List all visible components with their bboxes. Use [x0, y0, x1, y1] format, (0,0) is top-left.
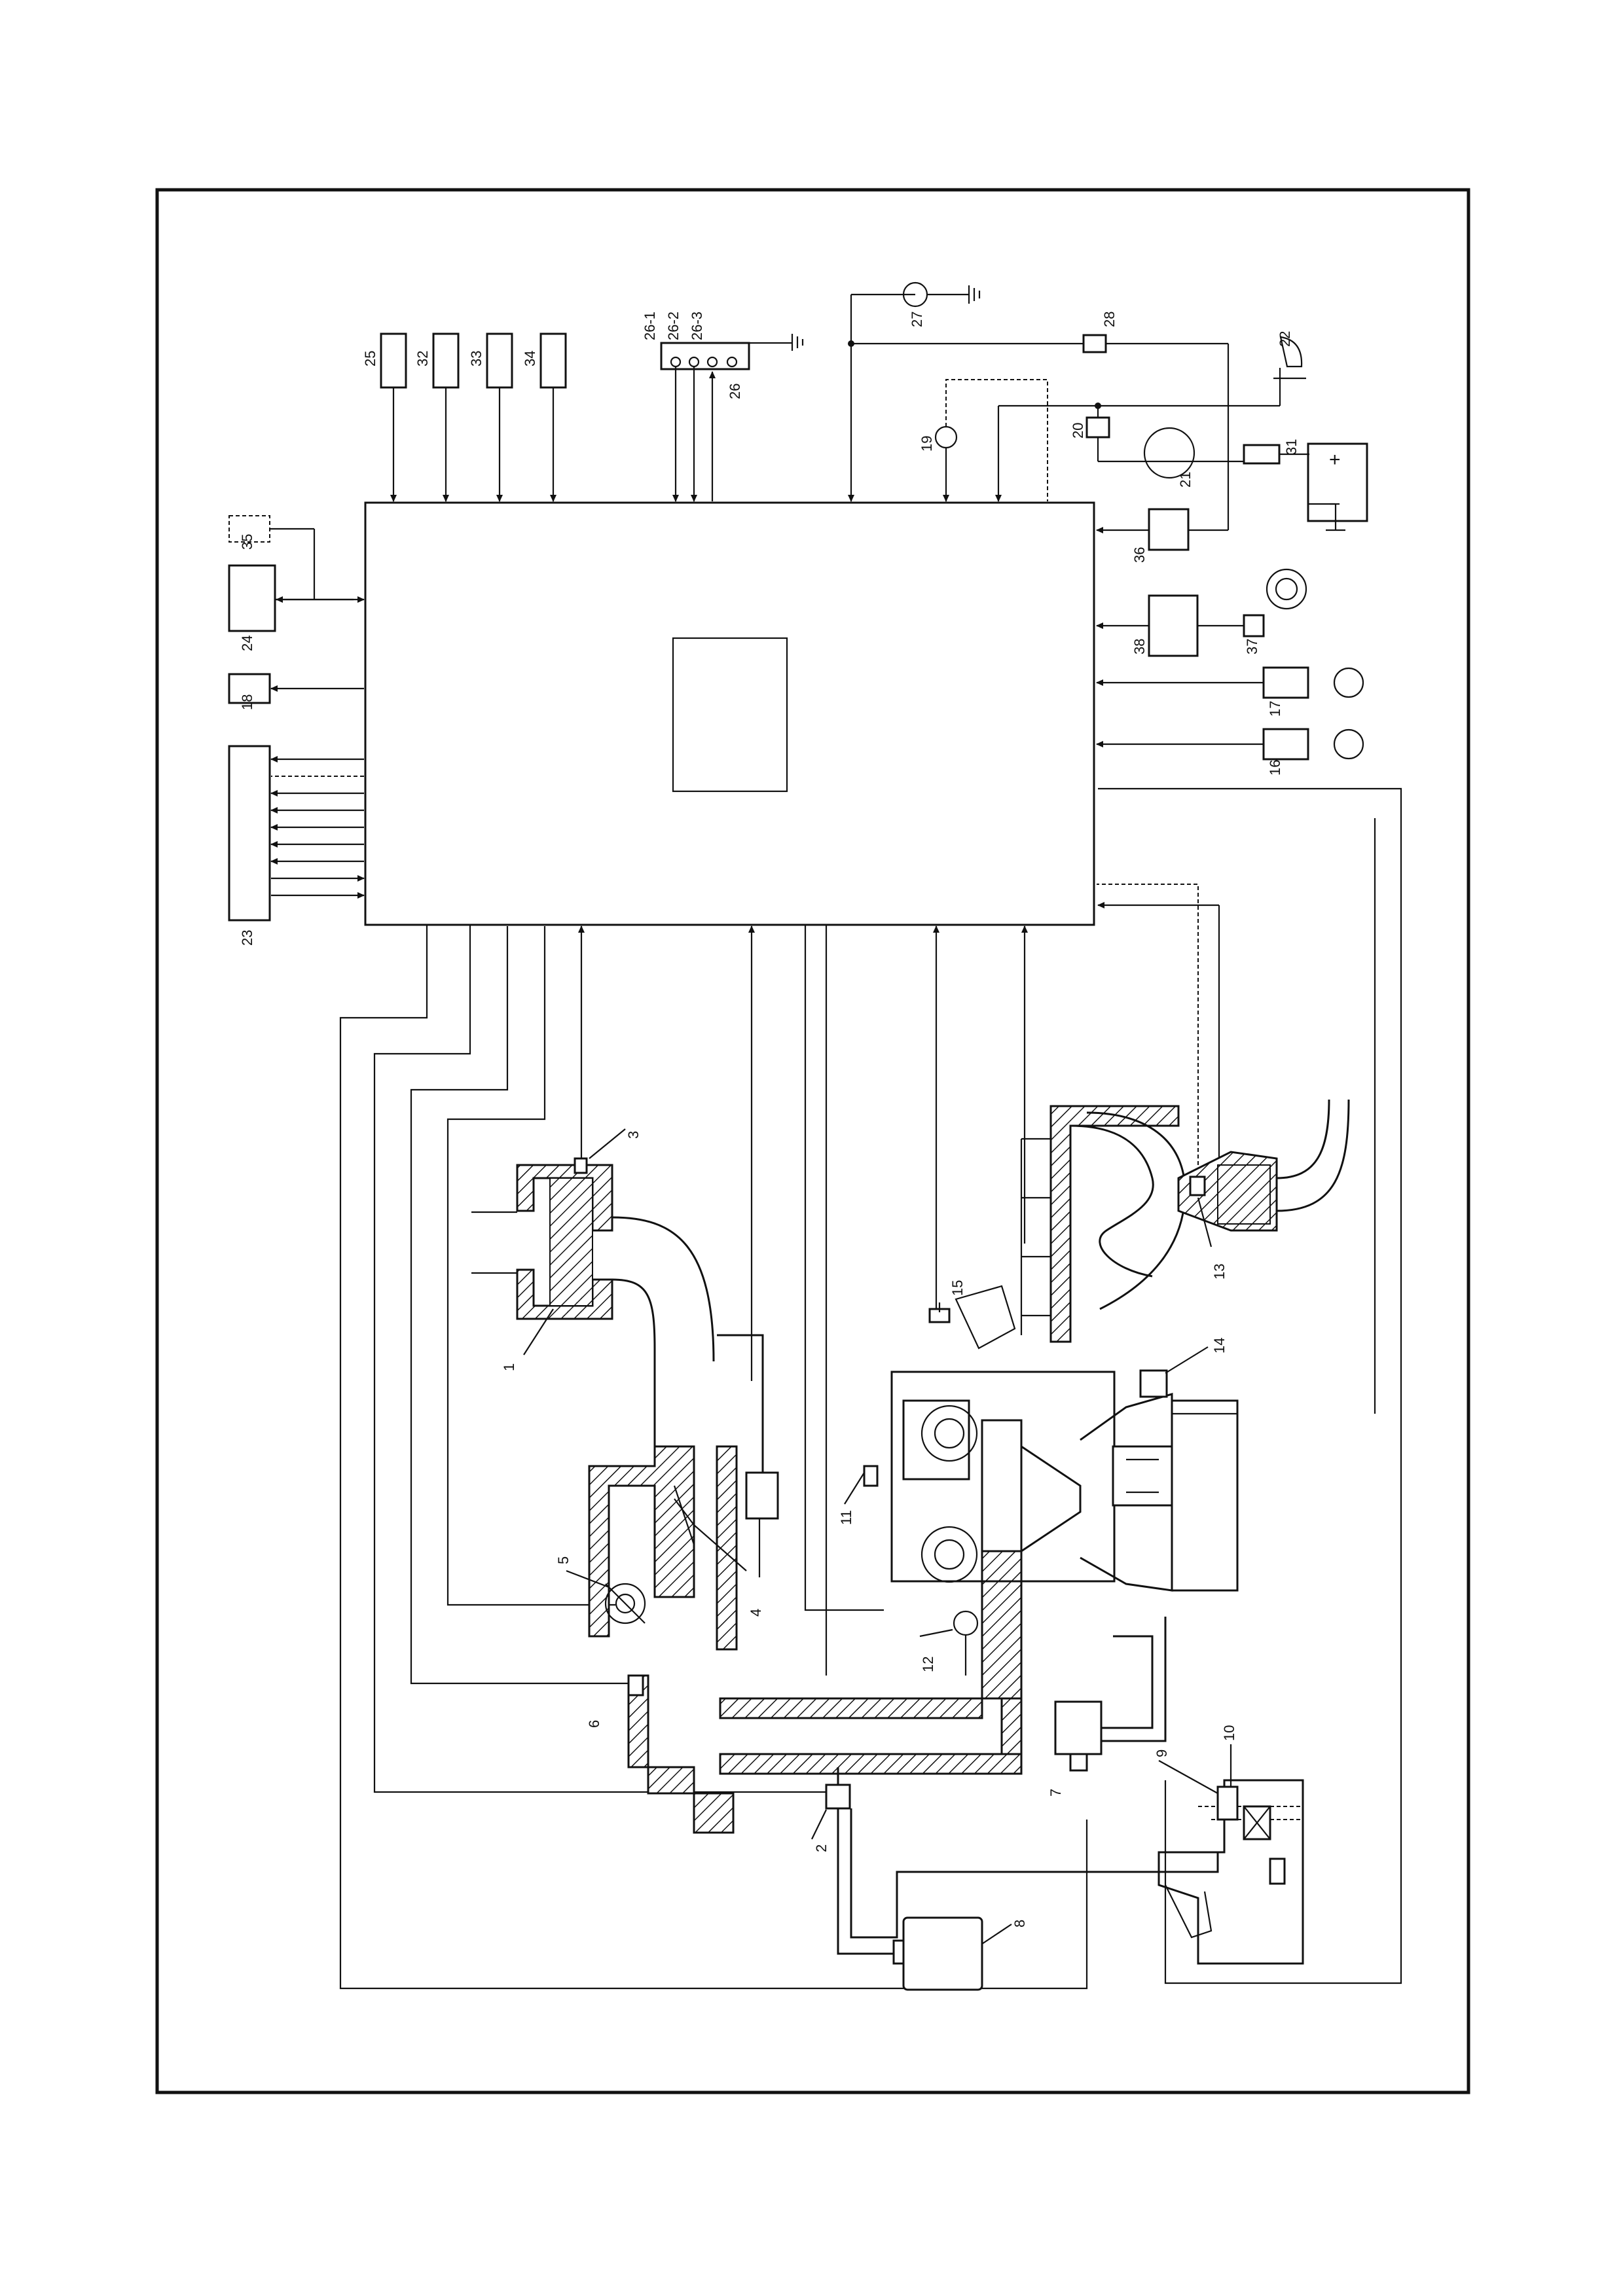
label-34: 34 [522, 351, 538, 367]
module-24: 24 [229, 565, 364, 651]
label-6: 6 [586, 1720, 602, 1728]
battery-31: + − 31 [1244, 439, 1367, 530]
pump-7: 7 [1048, 1617, 1165, 1797]
label-9: 9 [1154, 1749, 1170, 1757]
label-10: 10 [1221, 1725, 1237, 1741]
label-2: 2 [813, 1844, 830, 1852]
crank-sensor-37: 37 [1244, 569, 1306, 655]
lamp-19: 19 [919, 380, 1048, 501]
ecm-bottom-wiring [340, 789, 1401, 1988]
relay-28: 28 [848, 312, 1228, 530]
sensor-25: 25 [362, 334, 406, 501]
label-26-2: 26-2 [665, 312, 682, 340]
label-37: 37 [1244, 639, 1260, 655]
label-31: 31 [1283, 439, 1300, 455]
label-8: 8 [1012, 1920, 1028, 1928]
label-26-1: 26-1 [642, 312, 658, 340]
label-25: 25 [362, 351, 378, 367]
label-13: 13 [1211, 1264, 1228, 1280]
label-38: 38 [1131, 639, 1148, 655]
sensor-32: 32 [414, 334, 458, 501]
label-18: 18 [239, 694, 255, 710]
label-19: 19 [919, 436, 935, 452]
fuel-tank: 9 10 [1154, 1725, 1303, 1964]
label-23: 23 [239, 930, 255, 946]
output-block-23: 23 [229, 746, 364, 946]
label-11: 11 [838, 1510, 854, 1525]
sensor-33: 33 [468, 334, 512, 501]
label-26: 26 [727, 384, 743, 399]
output-18: 18 [229, 674, 364, 710]
label-14: 14 [1211, 1338, 1228, 1354]
label-1: 1 [501, 1363, 517, 1371]
label-26-3: 26-3 [689, 312, 705, 340]
label-36: 36 [1131, 547, 1148, 563]
label-24: 24 [239, 636, 255, 651]
label-17: 17 [1267, 701, 1283, 717]
battery-plus-sign: + [1329, 449, 1341, 471]
component-12: 12 [920, 1611, 977, 1676]
ignition-switch-21: 20 21 [998, 403, 1280, 501]
sensor-34: 34 [522, 334, 566, 501]
label-28: 28 [1101, 312, 1118, 327]
label-33: 33 [468, 351, 484, 367]
sensor-15: 15 [930, 1280, 1015, 1348]
exhaust-manifold: 13 [1021, 1100, 1349, 1342]
main-relay-36: 36 [1097, 509, 1228, 563]
sensor-38: 38 [1097, 596, 1244, 656]
sensor-16: 16 [1097, 729, 1363, 776]
label-7: 7 [1048, 1789, 1064, 1797]
engine-cylinder-head: 14 11 [838, 1338, 1237, 1590]
connector-26: 26-1 26-2 26-3 26 [642, 312, 803, 501]
label-12: 12 [920, 1657, 936, 1672]
label-32: 32 [414, 351, 431, 367]
label-21: 21 [1177, 472, 1194, 488]
battery-minus-sign: − [1329, 493, 1341, 515]
label-27: 27 [909, 312, 925, 327]
label-5: 5 [555, 1556, 572, 1564]
label-35: 35 [239, 534, 255, 550]
switch-22: 22 [1273, 331, 1306, 406]
ecm-unit [365, 503, 1094, 925]
label-3: 3 [625, 1131, 642, 1139]
canister-8: 8 [894, 1918, 1028, 1990]
sensor-17: 17 [1097, 668, 1363, 717]
lamp-27: 27 [851, 283, 979, 501]
label-20: 20 [1070, 423, 1086, 439]
label-22: 22 [1277, 331, 1293, 347]
label-16: 16 [1267, 760, 1283, 776]
label-4: 4 [748, 1609, 764, 1617]
label-15: 15 [949, 1280, 966, 1296]
